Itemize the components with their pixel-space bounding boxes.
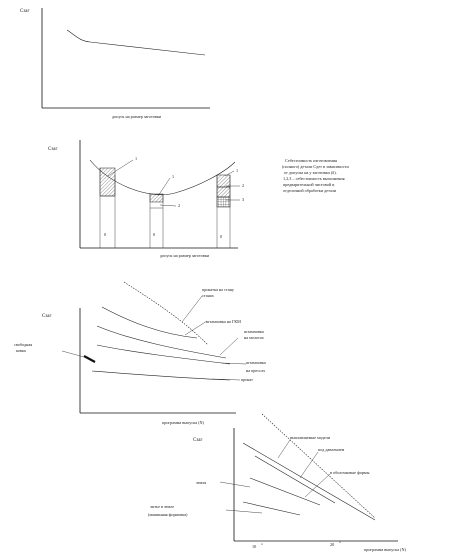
fig2-y-label: Сзаг [48,147,58,152]
fig4-label-shell: в оболочковые формы [330,470,370,475]
fig4-line-die-casting [254,455,336,504]
fig2-col3-label: 0 [220,234,222,239]
fig2-callout-c: 2 [178,203,180,208]
svg-text:от допуска на у заготовки (δ).: от допуска на у заготовки (δ). [284,170,337,175]
fig3-label-rolled: прокат [241,377,253,382]
fig4-line-sand-casting [242,442,376,521]
fig4-left-label-2b: (машинная формовка) [148,512,188,517]
figure-1: Сзаг допуск на размер заготовки [20,8,210,119]
fig2-col3-hatch [216,174,231,188]
fig2-col2-hatch [149,193,164,203]
fig4-x-label: программа выпуска (N) [364,547,407,552]
fig4-tick-1-sup: 4 [261,542,263,546]
fig3-label-press-2: на прессах [246,368,266,373]
fig3-curve-gkm [101,306,198,339]
fig4-tick-2: 20 [330,542,334,547]
fig3-label-rolling-2: станах [202,293,215,298]
fig2-callout-d: 1 [236,168,238,173]
fig4-label-pressure: под давлением [318,447,345,452]
fig3-free-forging-mark [83,355,96,363]
fig2-col3-hatch-2 [216,186,231,198]
svg-text:отделочной обработки детали: отделочной обработки детали [283,188,337,193]
fig4-line-shell-mould [249,477,321,506]
fig4-left-label-2a: литье в земле [150,504,174,509]
fig2-caption: Себестоимость изготовления (полного) дет… [282,158,349,193]
fig4-line-investment [261,413,376,519]
fig2-callout-a: 1 [135,156,137,161]
fig4-tick-2-sup: 4 [339,540,341,544]
fig3-curve-press [96,344,231,365]
fig4-tick-1: 10 [252,544,256,549]
fig3-left-label-1: свободная [14,342,32,347]
fig1-cost-curve [66,29,206,56]
fig2-x-label: допуск на размер заготовки [160,253,210,258]
figure-3: Сзаг прокатка на стану станах штамповка … [14,281,266,425]
fig3-left-label-2: ковка [16,348,26,353]
fig2-col3-grid [216,196,231,208]
fig2-callout-b: 1 [172,174,174,179]
fig3-x-label: программа выпуска (N) [162,420,205,425]
fig2-callout-e: 2 [242,183,244,188]
fig1-x-label: допуск на размер заготовки [112,114,162,119]
svg-text:(полного) детали Cдет в зависи: (полного) детали Cдет в зависимости [282,164,349,169]
fig1-y-label: Сзаг [20,9,30,14]
fig3-label-gkm: штамповка на ГКМ [206,319,241,324]
svg-text:предварительной чистовой и: предварительной чистовой и [283,182,335,187]
figure-4: Сзаг выплавляемые модели под давлением в… [148,413,407,552]
svg-text:Себестоимость изготовления: Себестоимость изготовления [285,158,337,163]
fig2-col1-label: 0 [104,232,106,237]
fig2-callout-f: 3 [242,197,244,202]
fig3-label-press-1: штамповка [246,360,266,365]
fig3-label-hammer-2: на молотах [244,335,265,340]
fig4-y-label: Сзаг [193,438,203,443]
figure-2: Сзаг 0 0 0 1 1 2 1 2 [48,140,349,258]
fig3-label-hammer-1: штамповка [244,329,264,334]
fig2-col1-hatch [99,167,116,197]
fig3-curve-rolled [91,370,231,381]
fig4-left-label-1: земля [196,480,206,485]
fig3-label-rolling-1: прокатка на стану [202,287,235,292]
fig3-curve-hammer [96,325,227,359]
fig4-label-investment: выплавляемые модели [290,435,331,440]
fig3-y-label: Сзаг [42,314,52,319]
fig4-line-machine-moulding [242,501,301,516]
fig2-col2-label: 0 [153,232,155,237]
svg-text:1,2,3 – себестоимость выполнен: 1,2,3 – себестоимость выполнения [283,176,345,182]
fig3-curve-rolling-mill [123,281,209,346]
